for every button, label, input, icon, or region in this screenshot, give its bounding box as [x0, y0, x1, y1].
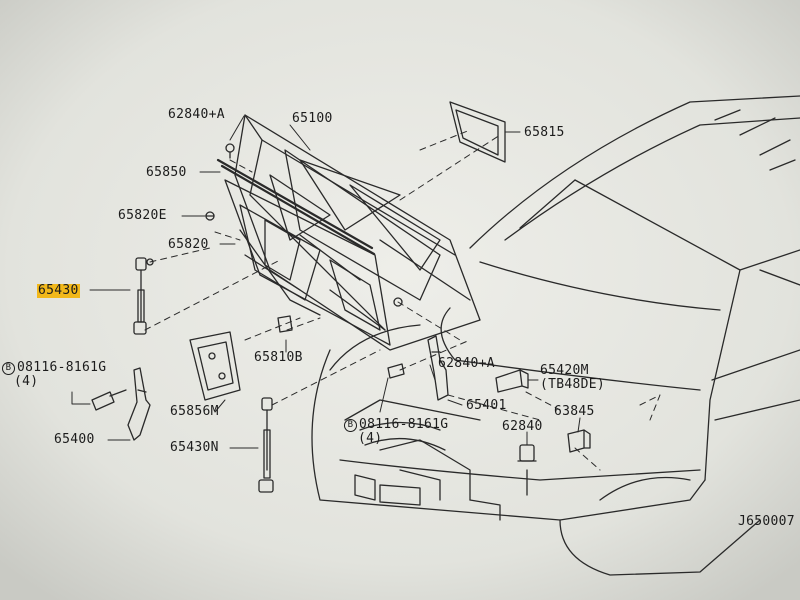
label-62840: 62840	[502, 419, 543, 434]
label-63845: 63845	[554, 404, 595, 419]
label-qty-left: (4)	[14, 374, 39, 389]
label-65856m: 65856M	[170, 404, 219, 419]
hinge-65401	[427, 335, 449, 401]
label-65820e: 65820E	[118, 208, 167, 223]
label-62840a-top: 62840+A	[168, 107, 225, 122]
label-qty-mid: (4)	[358, 431, 383, 446]
vehicle-body-outline	[311, 95, 800, 576]
circled-b-mark: B	[2, 362, 15, 375]
label-65815: 65815	[524, 125, 565, 140]
label-62840a-mid: 62840+A	[438, 356, 495, 371]
clip-65810B	[277, 315, 293, 333]
label-65820: 65820	[168, 237, 209, 252]
label-65430-highlighted: 65430	[37, 283, 80, 298]
diagram-reference-code: J650007	[738, 514, 795, 529]
circled-b-mark-2: B	[344, 419, 357, 432]
label-08116-mid-text: 08116-8161G	[359, 417, 449, 432]
label-65100: 65100	[292, 111, 333, 126]
hood-insulator	[224, 179, 391, 346]
label-08116-left-text: 08116-8161G	[17, 360, 107, 375]
clip-65820E	[205, 211, 215, 221]
hood-stay-65430N	[258, 397, 274, 493]
label-tb48de: (TB48DE)	[540, 377, 606, 392]
label-65401: 65401	[466, 398, 507, 413]
label-65810b: 65810B	[254, 350, 303, 365]
part-63845	[567, 429, 591, 453]
bolt-08116-left	[91, 389, 127, 411]
clip-62840A-top	[225, 143, 235, 159]
label-65430n: 65430N	[170, 440, 219, 455]
part-65420M	[495, 369, 529, 393]
label-65850: 65850	[146, 165, 187, 180]
pad-65815	[449, 101, 506, 163]
label-65420m: 65420M	[540, 363, 589, 378]
hinge-65400	[127, 367, 151, 441]
hood-seal-strip	[216, 158, 376, 256]
dashed-leaders	[144, 129, 661, 496]
clip-62840A-mid	[393, 297, 403, 307]
hood-panel	[234, 114, 481, 351]
bracket-plate-65856M	[189, 331, 241, 401]
solid-leaders	[71, 115, 581, 449]
hood-stay-65430	[133, 257, 154, 335]
bolt-08116-mid	[387, 363, 405, 379]
label-65400: 65400	[54, 432, 95, 447]
